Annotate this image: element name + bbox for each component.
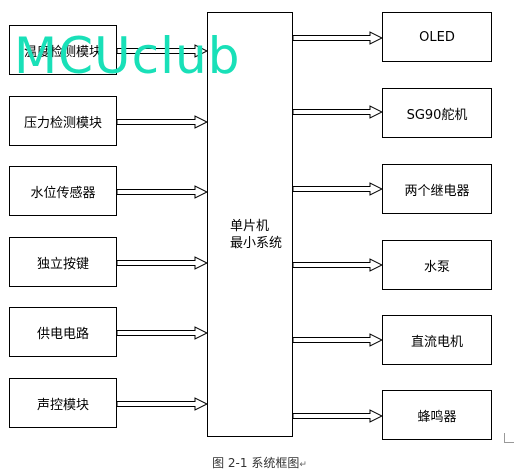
arrow-input-6 xyxy=(116,397,209,411)
mcu-label-line1: 单片机 xyxy=(230,219,270,234)
input-label: 温度检测模块 xyxy=(23,44,102,60)
input-box-temperature: 温度检测模块 xyxy=(9,25,117,75)
arrow-output-5 xyxy=(292,333,384,347)
input-box-voice: 声控模块 xyxy=(9,378,117,428)
output-box-pump: 水泵 xyxy=(382,240,492,290)
return-mark-icon: ↵ xyxy=(299,460,307,470)
input-label: 压力检测模块 xyxy=(23,115,102,131)
output-box-oled: OLED xyxy=(382,12,492,62)
arrow-input-5 xyxy=(116,326,209,340)
output-label: 蜂鸣器 xyxy=(417,409,457,425)
output-label: 两个继电器 xyxy=(404,183,470,199)
input-label: 水位传感器 xyxy=(30,185,96,201)
output-box-dc-motor: 直流电机 xyxy=(382,315,492,365)
input-box-pressure: 压力检测模块 xyxy=(9,96,117,146)
input-label: 独立按键 xyxy=(36,256,89,272)
output-label: 直流电机 xyxy=(410,334,463,350)
arrow-output-2 xyxy=(292,105,384,119)
arrow-input-4 xyxy=(116,256,209,270)
arrow-output-1 xyxy=(292,31,384,45)
caption-text: 图 2-1 系统框图 xyxy=(212,456,300,470)
input-box-buttons: 独立按键 xyxy=(9,237,117,287)
arrow-output-3 xyxy=(292,182,384,196)
output-box-buzzer: 蜂鸣器 xyxy=(382,390,492,440)
output-box-servo: SG90舵机 xyxy=(382,88,492,138)
mcuclub-watermark: MCUclub xyxy=(14,27,241,85)
output-label: 水泵 xyxy=(423,259,450,275)
arrow-output-6 xyxy=(292,409,384,423)
figure-caption: 图 2-1 系统框图↵ xyxy=(0,454,519,471)
input-box-water-level: 水位传感器 xyxy=(9,166,117,216)
arrow-input-2 xyxy=(116,115,209,129)
input-label: 供电电路 xyxy=(36,326,89,342)
paragraph-corner-mark xyxy=(504,433,514,443)
mcu-label-line2: 最小系统 xyxy=(230,236,283,251)
mcu-label: 单片机 最小系统 xyxy=(208,218,292,252)
arrow-output-4 xyxy=(292,258,384,272)
mcu-min-system-box: 单片机 最小系统 xyxy=(207,12,293,437)
input-box-power: 供电电路 xyxy=(9,307,117,357)
output-label: OLED xyxy=(419,29,455,45)
output-box-relays: 两个继电器 xyxy=(382,164,492,214)
input-label: 声控模块 xyxy=(36,397,89,413)
output-label: SG90舵机 xyxy=(406,107,468,123)
arrow-input-3 xyxy=(116,185,209,199)
